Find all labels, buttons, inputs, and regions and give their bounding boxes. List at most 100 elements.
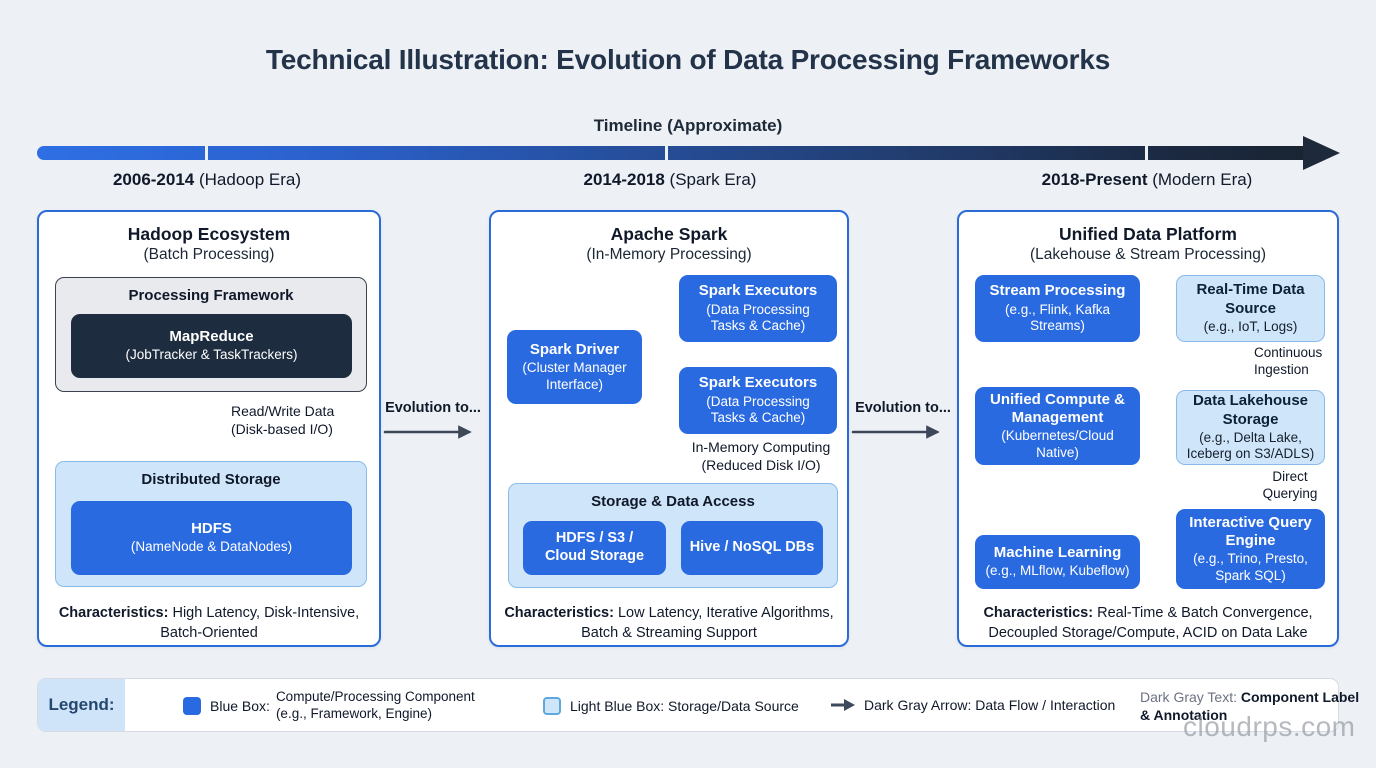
- box-title: Machine Learning: [993, 544, 1122, 562]
- box-title: Data Lakehouse Storage: [1192, 392, 1309, 428]
- box-mapreduce: MapReduce (JobTracker & TaskTrackers): [71, 314, 352, 378]
- label-read-write-data: Read/Write Data (Disk-based I/O): [231, 403, 335, 437]
- box-data-lakehouse-storage: Data Lakehouse Storage (e.g., Delta Lake…: [1176, 390, 1325, 465]
- label-evolution-2: Evolution to...: [855, 400, 951, 416]
- legend-item-blue-box: Blue Box: Compute/Processing Component (…: [183, 687, 475, 725]
- legend-item-label: Blue Box:: [210, 698, 270, 714]
- box-title: Unified Compute & Management: [990, 390, 1125, 427]
- box-hdfs-s3-cloud: HDFS / S3 / Cloud Storage: [523, 521, 666, 575]
- box-spark-executors-2: Spark Executors (Data Processing Tasks &…: [679, 367, 837, 434]
- era-name: (Spark Era): [664, 170, 757, 189]
- era-name: (Hadoop Era): [194, 170, 302, 189]
- timeline-divider-1: [205, 145, 208, 161]
- group-distributed-storage: Distributed Storage HDFS (NameNode & Dat…: [55, 461, 367, 587]
- panel-subtitle: (In-Memory Processing): [586, 246, 752, 263]
- box-title: HDFS / S3 / Cloud Storage: [544, 530, 645, 564]
- box-subtitle: (Data Processing Tasks & Cache): [706, 301, 810, 334]
- panel-unified-data-platform: Unified Data Platform (Lakehouse & Strea…: [957, 210, 1339, 647]
- box-title: Real-Time Data Source: [1196, 281, 1305, 317]
- box-spark-executors-1: Spark Executors (Data Processing Tasks &…: [679, 275, 837, 342]
- timeline-divider-3: [1145, 145, 1148, 161]
- label-direct-querying: Direct Querying: [1262, 469, 1318, 501]
- light-blue-box-swatch-icon: [543, 697, 561, 715]
- era-label-modern: 2018-Present (Modern Era): [1017, 170, 1277, 190]
- legend-item-desc: Storage/Data Source: [664, 698, 799, 714]
- legend-item-dark-gray-text: Dark Gray Text: Component Label & Annota…: [1140, 688, 1372, 724]
- era-years: 2006-2014: [112, 170, 195, 189]
- box-spark-driver: Spark Driver (Cluster Manager Interface): [507, 330, 642, 404]
- panel-title: Unified Data Platform: [1059, 224, 1237, 244]
- legend-item-label: Light Blue Box:: [570, 698, 665, 714]
- legend-bar: Legend: Blue Box: Compute/Processing Com…: [37, 678, 1359, 732]
- era-name: (Modern Era): [1147, 170, 1253, 189]
- box-subtitle: (e.g., Trino, Presto, Spark SQL): [1193, 551, 1308, 583]
- characteristics-text: Real-Time & Batch Convergence, Decoupled…: [988, 605, 1313, 641]
- box-realtime-data-source: Real-Time Data Source (e.g., IoT, Logs): [1176, 275, 1325, 342]
- legend-item-desc: Compute/Processing Component (e.g., Fram…: [275, 689, 475, 721]
- page-title: Technical Illustration: Evolution of Dat…: [265, 44, 1111, 75]
- box-subtitle: (NameNode & DataNodes): [130, 539, 293, 555]
- panel-title: Apache Spark: [610, 224, 728, 244]
- box-subtitle: (e.g., Delta Lake, Iceberg on S3/ADLS): [1186, 429, 1315, 462]
- box-title: MapReduce: [169, 328, 254, 346]
- group-storage-data-access: Storage & Data Access HDFS / S3 / Cloud …: [508, 483, 838, 588]
- characteristics-hadoop: Characteristics: High Latency, Disk-Inte…: [39, 604, 379, 643]
- box-subtitle: (Kubernetes/Cloud Native): [1001, 428, 1114, 460]
- characteristics-label: Characteristics:: [504, 605, 614, 621]
- box-stream-processing: Stream Processing (e.g., Flink, Kafka St…: [975, 275, 1140, 342]
- box-title: Spark Executors: [698, 374, 818, 392]
- characteristics-label: Characteristics:: [983, 605, 1094, 621]
- group-header: Storage & Data Access: [591, 493, 755, 510]
- panel-apache-spark: Apache Spark (In-Memory Processing) Spar…: [489, 210, 849, 647]
- era-years: 2014-2018: [583, 170, 665, 189]
- characteristics-spark: Characteristics: Low Latency, Iterative …: [491, 604, 847, 643]
- box-title: Spark Executors: [698, 282, 818, 300]
- characteristics-text: High Latency, Disk-Intensive, Batch-Orie…: [160, 605, 360, 641]
- characteristics-label: Characteristics:: [58, 605, 169, 621]
- label-in-memory-computing: In-Memory Computing (Reduced Disk I/O): [691, 439, 831, 473]
- era-label-hadoop: 2006-2014 (Hadoop Era): [77, 170, 337, 190]
- box-subtitle: (Cluster Manager Interface): [522, 360, 627, 392]
- timeline-divider-2: [665, 145, 668, 161]
- group-header: Processing Framework: [128, 287, 294, 304]
- legend-item-desc: Component Label & Annotation: [1140, 689, 1360, 724]
- box-subtitle: (JobTracker & TaskTrackers): [125, 347, 298, 363]
- timeline-arrowhead-icon: [1303, 136, 1340, 170]
- legend-item-label: Dark Gray Text:: [1140, 689, 1237, 705]
- dark-arrow-icon: [831, 699, 855, 711]
- blue-box-swatch-icon: [183, 697, 201, 715]
- characteristics-text: Low Latency, Iterative Algorithms, Batch…: [581, 605, 834, 641]
- box-unified-compute: Unified Compute & Management (Kubernetes…: [975, 387, 1140, 465]
- panel-title: Hadoop Ecosystem: [127, 224, 291, 244]
- box-machine-learning: Machine Learning (e.g., MLflow, Kubeflow…: [975, 535, 1140, 589]
- legend-item-dark-gray-arrow: Dark Gray Arrow: Data Flow / Interaction: [830, 697, 1115, 713]
- legend-item-desc: Data Flow / Interaction: [971, 697, 1116, 713]
- group-processing-framework: Processing Framework MapReduce (JobTrack…: [55, 277, 367, 392]
- characteristics-modern: Characteristics: Real-Time & Batch Conve…: [959, 604, 1337, 643]
- box-subtitle: (e.g., IoT, Logs): [1203, 319, 1298, 335]
- watermark: cloudrps.com: [1183, 711, 1356, 742]
- timeline-bar: [37, 145, 1305, 161]
- legend-title: Legend:: [38, 679, 125, 731]
- timeline-title: Timeline (Approximate): [593, 116, 783, 135]
- box-subtitle: (Data Processing Tasks & Cache): [706, 393, 810, 426]
- era-label-spark: 2014-2018 (Spark Era): [540, 170, 800, 190]
- legend-item-label: Dark Gray Arrow:: [864, 697, 972, 713]
- panel-subtitle: (Batch Processing): [143, 246, 275, 263]
- box-subtitle: (e.g., MLflow, Kubeflow): [985, 563, 1130, 579]
- box-title: Interactive Query Engine: [1189, 513, 1312, 550]
- era-years: 2018-Present: [1041, 170, 1148, 189]
- panel-hadoop-ecosystem: Hadoop Ecosystem (Batch Processing) Proc…: [37, 210, 381, 647]
- box-hdfs: HDFS (NameNode & DataNodes): [71, 501, 352, 575]
- group-header: Distributed Storage: [141, 471, 281, 488]
- label-evolution-1: Evolution to...: [385, 400, 481, 416]
- box-title: Spark Driver: [529, 340, 620, 358]
- panel-subtitle: (Lakehouse & Stream Processing): [1029, 246, 1267, 263]
- box-title: Stream Processing: [989, 282, 1126, 300]
- box-subtitle: (e.g., Flink, Kafka Streams): [1004, 301, 1111, 334]
- label-continuous-ingestion: Continuous Ingestion: [1254, 345, 1323, 377]
- box-title: Hive / NoSQL DBs: [689, 539, 815, 556]
- box-hive-nosql: Hive / NoSQL DBs: [681, 521, 823, 575]
- box-title: HDFS: [191, 520, 232, 538]
